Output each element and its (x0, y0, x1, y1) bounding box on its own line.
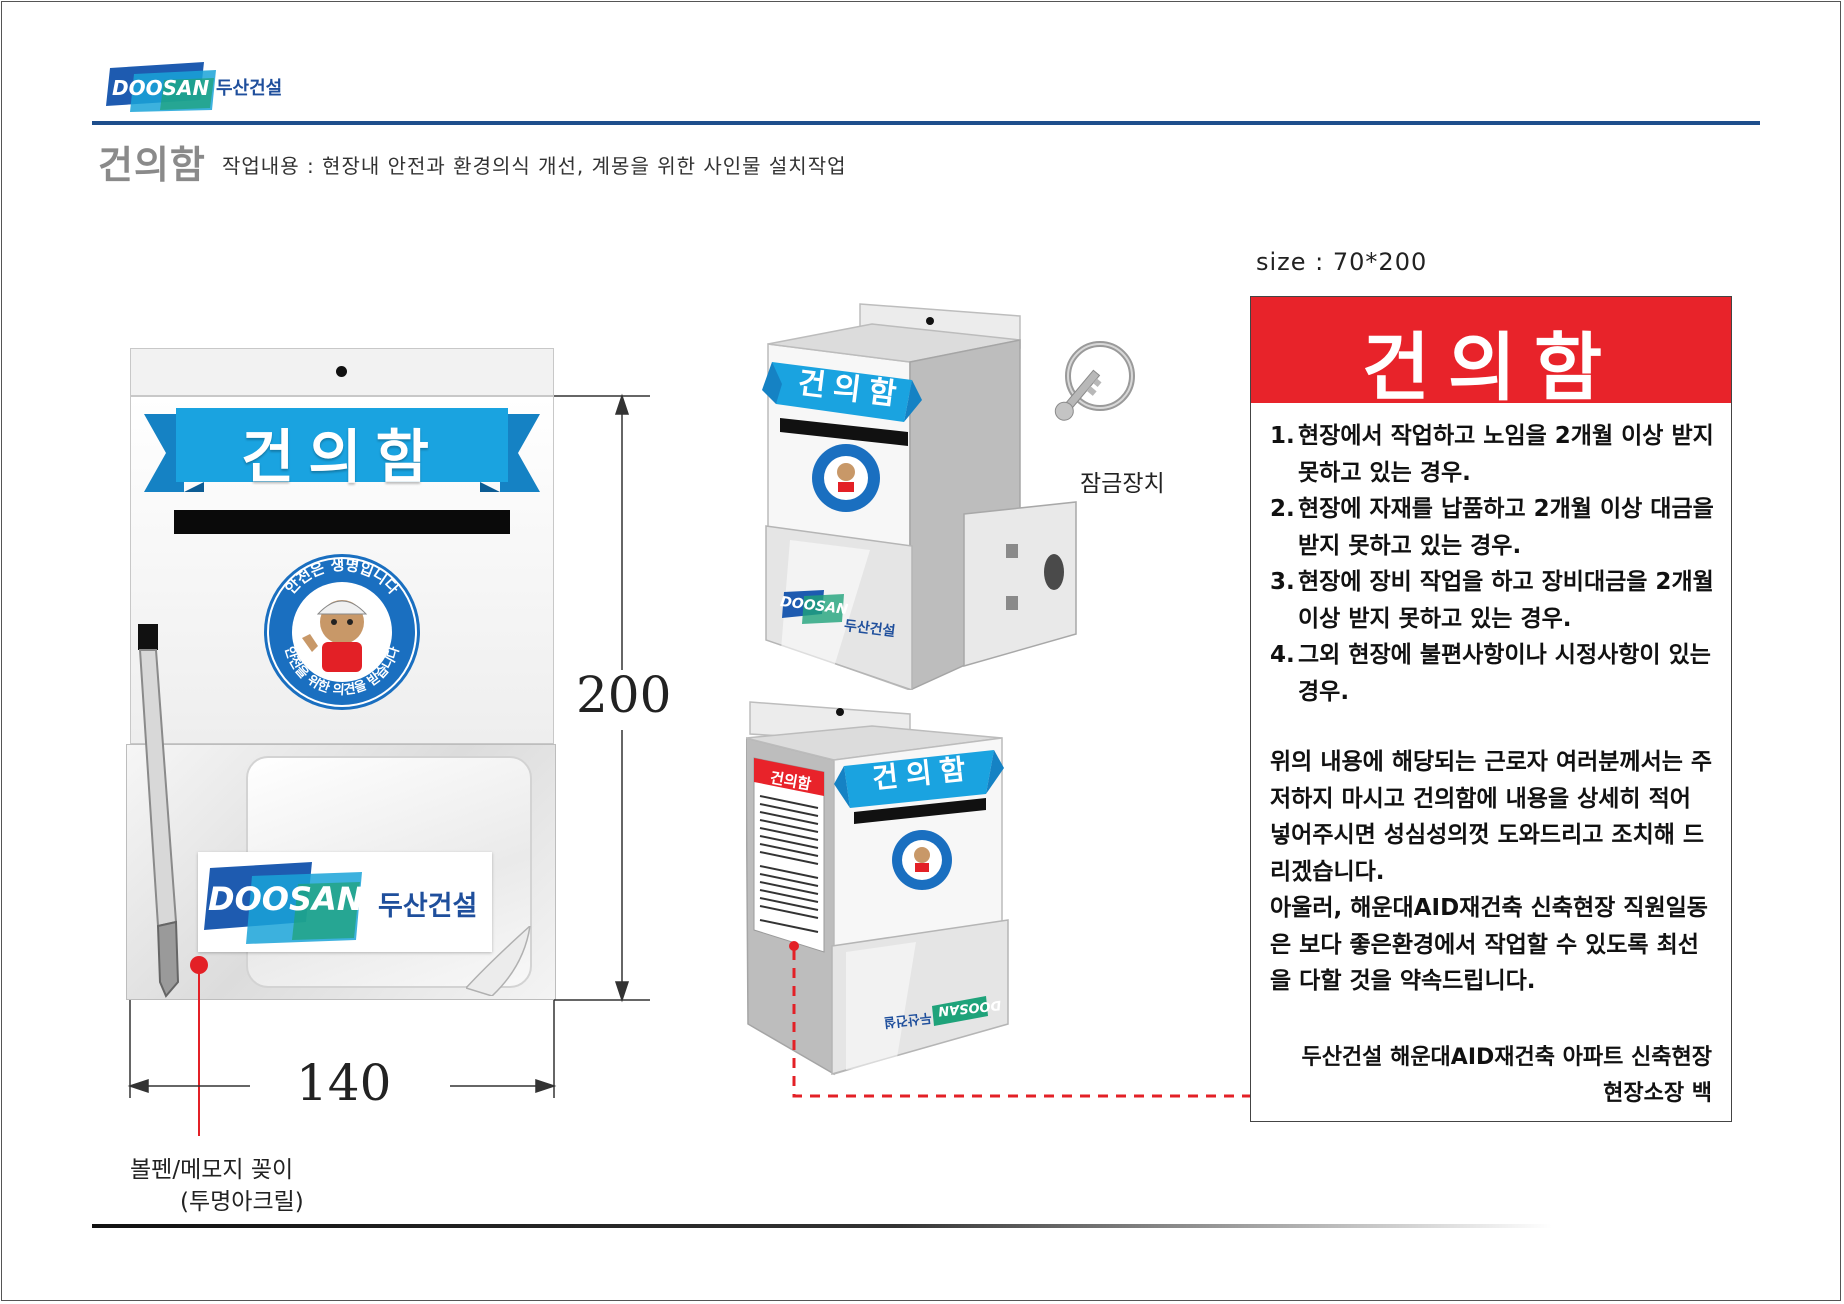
card-brand-en: DOOSAN (208, 880, 364, 918)
iso-box-open (762, 303, 1077, 690)
logo-word: DOOSAN (112, 76, 209, 100)
sign-size-label: size : 70*200 (1256, 248, 1428, 276)
sign-item: 4. 그외 현장에 불편사항이나 시정사항이 있는경우. (1270, 637, 1720, 710)
sign-title: 건의함 (1361, 325, 1621, 411)
logo-korean-name: 두산건설 (216, 78, 283, 99)
sign-paragraph-2: 아울러, 해운대AID재건축 신축현장 직원일동은 보다 좋은환경에서 작업할 … (1270, 895, 1708, 994)
sign-item: 3. 현장에 장비 작업을 하고 장비대금을 2개월 이상 받지 못하고 있는 … (1270, 564, 1720, 637)
sign-item-number: 4. (1270, 642, 1295, 668)
dimension-lines (127, 393, 650, 1098)
pen-icon (138, 624, 180, 998)
sign-paragraph-1: 위의 내용에 해당되는 근로자 여러분께서는 주저하지 마시고 건의함에 내용을… (1270, 749, 1713, 885)
callout-dot (190, 956, 208, 974)
sign-footer: 두산건설 해운대AID재건축 아파트 신축현장 현장소장 백 (1268, 1040, 1712, 1112)
sign-item-number: 1. (1270, 423, 1295, 449)
card-brand-ko: 두산건설 (378, 891, 478, 922)
sign-item: 2. 현장에 자재를 납품하고 2개월 이상 대금을 받지 못하고 있는 경우. (1270, 491, 1720, 564)
iso1-hanger-hole (926, 317, 934, 325)
sign-item-text: 현장에서 작업하고 노임을 2개월 이상 받지 못하고 있는 경우. (1298, 423, 1714, 486)
sign-item-number: 2. (1270, 496, 1295, 522)
iso2-hanger-hole (836, 708, 844, 716)
header-rule (92, 121, 1760, 125)
dimension-height: 200 (576, 666, 672, 724)
front-banner-ribbon (144, 408, 540, 492)
front-banner-title: 건의함 (240, 423, 444, 491)
pocket-label-sub: (투명아크릴) (180, 1189, 304, 1215)
key-icon (1054, 341, 1135, 421)
sign-footer-manager: 현장소장 백 (1603, 1081, 1712, 1106)
sign-callout-dashed-leader (789, 941, 1252, 1098)
emblem-text-ring: 안전은 생명입니다 안전을 위한 의견을 받습니다 (281, 556, 403, 699)
sign-item-list: 1. 현장에서 작업하고 노임을 2개월 이상 받지 못하고 있는 경우. 2.… (1270, 418, 1720, 710)
iso-box-closed (746, 701, 1009, 1076)
hanger-hole (336, 366, 347, 377)
callout-leader (198, 966, 200, 1136)
footer-rule (92, 1224, 1552, 1228)
doosan-logo: DOOSAN (106, 62, 216, 112)
sign-item-text: 그외 현장에 불편사항이나 시정사항이 있는경우. (1298, 642, 1711, 705)
dimension-width: 140 (296, 1054, 392, 1112)
front-letter-slot (174, 510, 510, 534)
sign-panel (1250, 296, 1732, 1122)
page-title: 건의함 (98, 143, 206, 187)
sign-footer-site: 두산건설 해운대AID재건축 아파트 신축현장 (1301, 1045, 1712, 1070)
sign-item: 1. 현장에서 작업하고 노임을 2개월 이상 받지 못하고 있는 경우. (1270, 418, 1720, 491)
sign-header-band (1251, 297, 1731, 403)
page-subtitle: 작업내용 : 현장내 안전과 환경의식 개선, 계몽을 위한 사인물 설치작업 (222, 154, 847, 178)
sign-item-text: 현장에 장비 작업을 하고 장비대금을 2개월 이상 받지 못하고 있는 경우. (1298, 569, 1714, 632)
card-logo-mark (204, 862, 362, 944)
pocket-label: 볼펜/메모지 꽂이 (130, 1157, 294, 1183)
sign-item-number: 3. (1270, 569, 1295, 595)
lock-label: 잠금장치 (1080, 471, 1165, 497)
safety-emblem (264, 554, 420, 710)
card-peel-corner (466, 926, 531, 996)
sign-item-text: 현장에 자재를 납품하고 2개월 이상 대금을 받지 못하고 있는 경우. (1298, 496, 1714, 559)
